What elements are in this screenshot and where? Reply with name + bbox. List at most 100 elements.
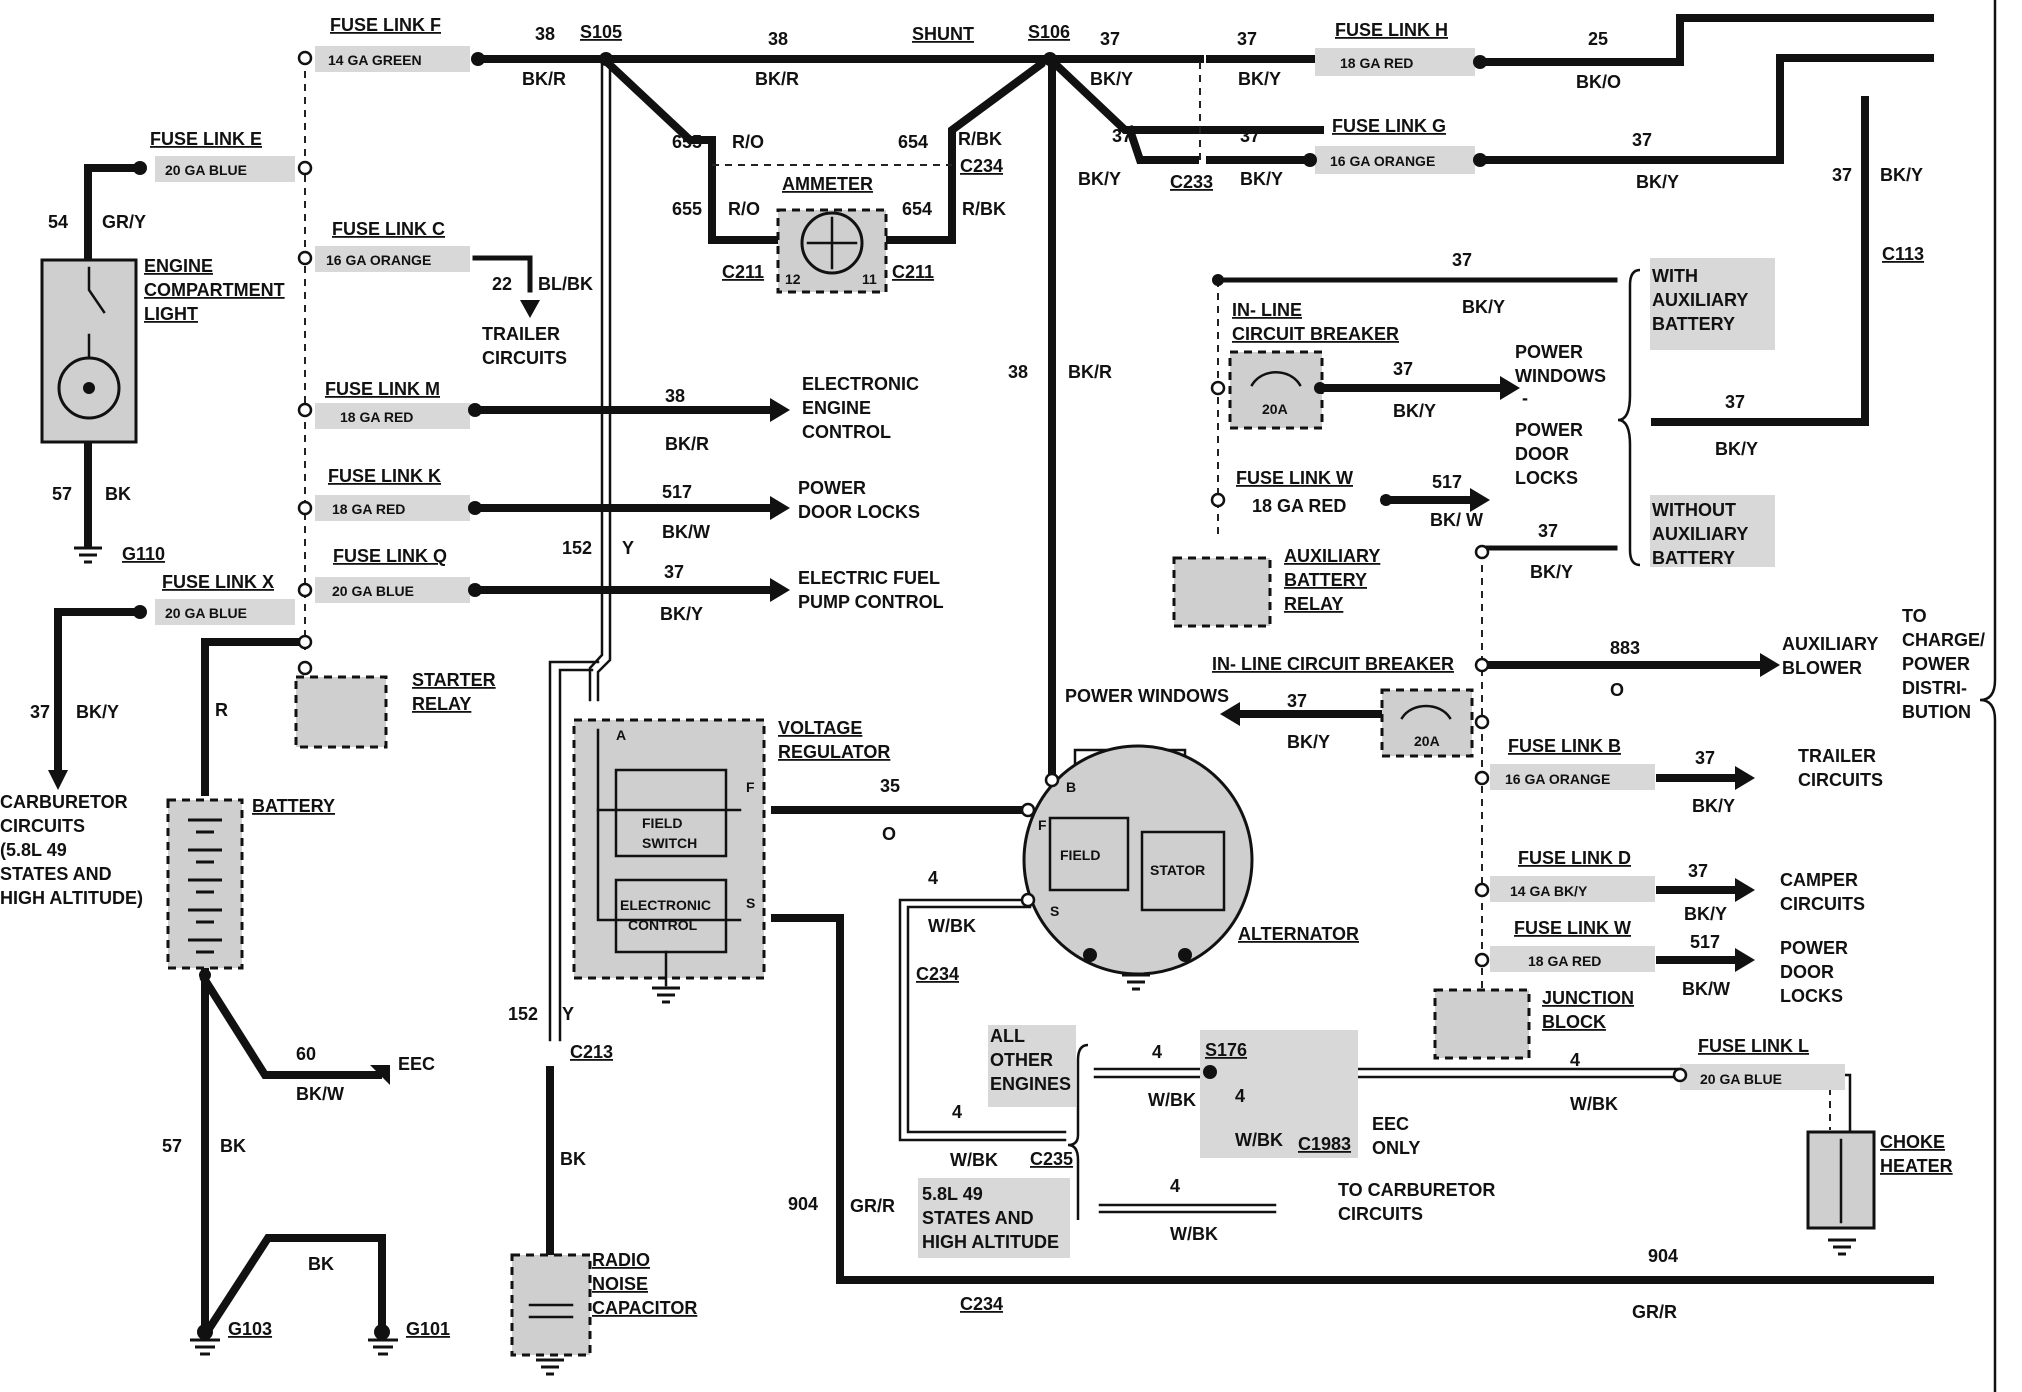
svg-text:LOCKS: LOCKS xyxy=(1515,468,1578,488)
shade-fl-c xyxy=(315,246,470,272)
svg-text:152: 152 xyxy=(508,1004,538,1024)
svg-text:DOOR LOCKS: DOOR LOCKS xyxy=(798,502,920,522)
arrowheads xyxy=(48,300,1780,1085)
node-517 xyxy=(1380,494,1392,506)
svg-text:Y: Y xyxy=(562,1004,574,1024)
svg-text:COMPARTMENT: COMPARTMENT xyxy=(144,280,285,300)
svg-text:4: 4 xyxy=(928,868,938,888)
svg-text:STATES AND: STATES AND xyxy=(0,864,112,884)
label-fl-g-spec: 16 GA ORANGE xyxy=(1330,153,1435,169)
svg-text:12: 12 xyxy=(785,271,801,287)
node-s105 xyxy=(599,52,613,66)
svg-text:20A: 20A xyxy=(1262,401,1288,417)
node-aux-top xyxy=(1212,274,1224,286)
term-16 xyxy=(1474,952,1490,968)
svg-text:BL/BK: BL/BK xyxy=(538,274,593,294)
junction-block-box xyxy=(1433,988,1531,1060)
open-terminals xyxy=(297,50,1688,1083)
svg-text:CIRCUIT BREAKER: CIRCUIT BREAKER xyxy=(1232,324,1399,344)
term-20 xyxy=(1044,772,1060,788)
arrow-pw-left xyxy=(1220,702,1240,726)
label-fuse-link-w1: FUSE LINK W xyxy=(1236,468,1353,488)
inline-cb-mid-box xyxy=(1380,688,1474,758)
node-g101 xyxy=(374,1324,390,1340)
label-s176: S176 xyxy=(1205,1040,1247,1060)
node-cb-top xyxy=(1314,382,1326,394)
label-fuse-link-h: FUSE LINK H xyxy=(1335,20,1448,40)
svg-text:POWER: POWER xyxy=(1515,342,1583,362)
term-17 xyxy=(1672,1067,1688,1083)
svg-text:STATES AND: STATES AND xyxy=(922,1208,1034,1228)
label-fl-e-spec: 20 GA BLUE xyxy=(165,162,247,178)
shade-fl-g xyxy=(1315,146,1475,174)
svg-text:904: 904 xyxy=(788,1194,818,1214)
svg-text:37: 37 xyxy=(1725,392,1745,412)
svg-text:4: 4 xyxy=(1235,1086,1245,1106)
svg-text:ENGINES: ENGINES xyxy=(990,1074,1071,1094)
label-shunt: SHUNT xyxy=(912,24,974,44)
term-19 xyxy=(1020,892,1036,908)
svg-text:RELAY: RELAY xyxy=(412,694,471,714)
svg-text:37: 37 xyxy=(1287,691,1307,711)
arrow-doors xyxy=(770,496,790,520)
node-bat-neg xyxy=(199,969,211,981)
term-1 xyxy=(297,50,313,66)
svg-text:ELECTRONIC: ELECTRONIC xyxy=(620,897,711,913)
svg-text:ENGINE: ENGINE xyxy=(144,256,213,276)
arrow-fuel xyxy=(770,578,790,602)
svg-text:BK/Y: BK/Y xyxy=(1715,439,1758,459)
light-bulb-center xyxy=(83,382,95,394)
svg-text:O: O xyxy=(882,824,896,844)
term-10 xyxy=(1210,492,1226,508)
svg-text:BATTERY: BATTERY xyxy=(1652,314,1735,334)
svg-text:20A: 20A xyxy=(1414,733,1440,749)
svg-text:BK: BK xyxy=(220,1136,246,1156)
svg-text:W/BK: W/BK xyxy=(1570,1094,1618,1114)
svg-text:37: 37 xyxy=(1112,126,1132,146)
svg-text:BK/Y: BK/Y xyxy=(76,702,119,722)
svg-text:PUMP CONTROL: PUMP CONTROL xyxy=(798,592,944,612)
term-14 xyxy=(1474,770,1490,786)
svg-text:WITH: WITH xyxy=(1652,266,1698,286)
battery-cells-icon xyxy=(188,818,222,954)
svg-text:DOOR: DOOR xyxy=(1780,962,1834,982)
dashed-links xyxy=(304,58,1831,1130)
term-9 xyxy=(1210,380,1226,396)
svg-text:C233: C233 xyxy=(1170,172,1213,192)
shade-fl-k xyxy=(315,495,470,521)
svg-text:BK/W: BK/W xyxy=(662,522,710,542)
svg-text:CAMPER: CAMPER xyxy=(1780,870,1858,890)
node-fl-x xyxy=(133,605,147,619)
svg-text:37: 37 xyxy=(1632,130,1652,150)
svg-text:C113: C113 xyxy=(1882,244,1924,264)
svg-text:CIRCUITS: CIRCUITS xyxy=(482,348,567,368)
arrow-blower xyxy=(1760,653,1780,677)
cb-mid-icon xyxy=(1400,704,1452,720)
svg-text:BLOWER: BLOWER xyxy=(1782,658,1862,678)
ground-icon-choke xyxy=(1828,1238,1856,1256)
svg-text:DISTRI-: DISTRI- xyxy=(1902,678,1967,698)
svg-text:TO: TO xyxy=(1902,606,1927,626)
svg-text:W/BK: W/BK xyxy=(1235,1130,1283,1150)
svg-text:BK/Y: BK/Y xyxy=(660,604,703,624)
svg-text:C235: C235 xyxy=(1030,1149,1073,1169)
svg-text:HEATER: HEATER xyxy=(1880,1156,1953,1176)
svg-text:JUNCTION: JUNCTION xyxy=(1542,988,1634,1008)
svg-text:CARBURETOR: CARBURETOR xyxy=(0,792,128,812)
svg-text:11: 11 xyxy=(862,271,877,287)
labels: FUSE LINK F 14 GA GREEN FUSE LINK E 20 G… xyxy=(0,15,1985,1339)
label-fuse-link-x: FUSE LINK X xyxy=(162,572,274,592)
svg-text:S: S xyxy=(746,895,755,911)
svg-text:BUTION: BUTION xyxy=(1902,702,1971,722)
label-fuse-link-k: FUSE LINK K xyxy=(328,466,441,486)
svg-text:GR/Y: GR/Y xyxy=(102,212,146,232)
shade-fl-q xyxy=(315,577,470,603)
arrow-eec1 xyxy=(370,1065,390,1085)
label-fuse-link-q: FUSE LINK Q xyxy=(333,546,447,566)
svg-text:517: 517 xyxy=(662,482,692,502)
svg-text:AUXILIARY: AUXILIARY xyxy=(1652,524,1748,544)
svg-text:G103: G103 xyxy=(228,1319,272,1339)
svg-text:654: 654 xyxy=(898,132,928,152)
ground-icon-alt xyxy=(1122,973,1150,991)
ammeter-dial-icon xyxy=(800,211,864,275)
